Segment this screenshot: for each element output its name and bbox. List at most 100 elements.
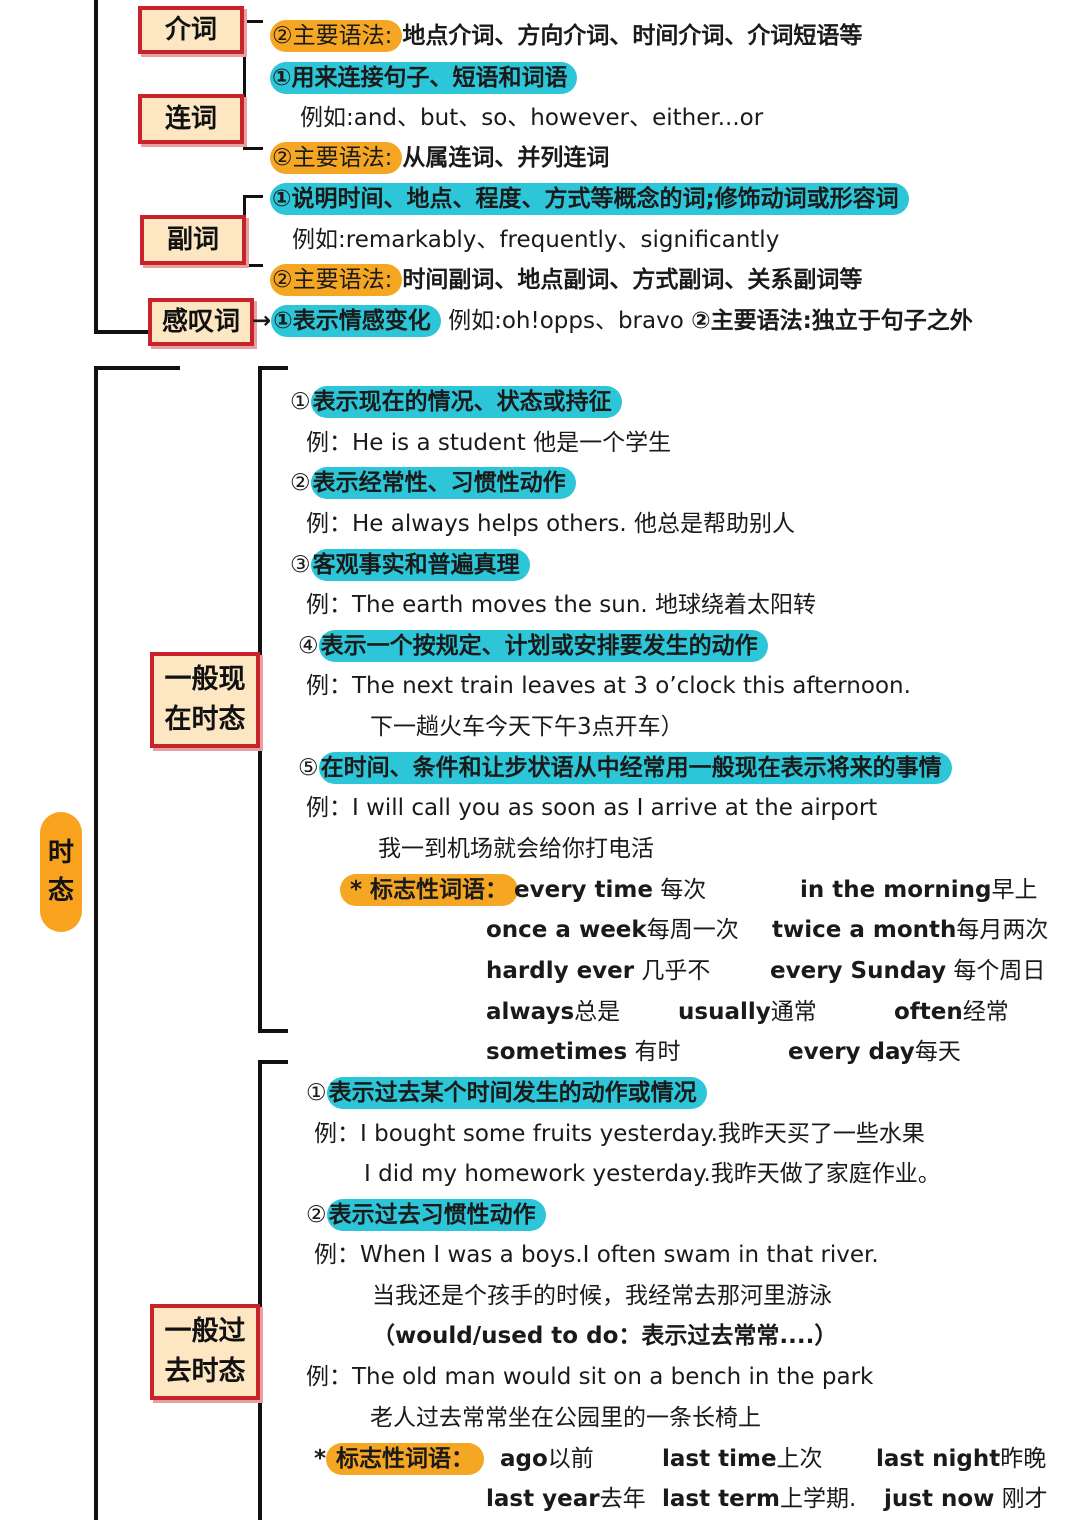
- present-label-line2: 在时态: [164, 704, 246, 735]
- past-point2-example2: 当我还是个孩手的时候，我经常去那河里游泳: [372, 1283, 832, 1309]
- present-marker-10-zh: 有时: [627, 1039, 681, 1065]
- past-point1: ①表示过去某个时间发生的动作或情况: [306, 1077, 707, 1109]
- present-marker-8-en: usually: [678, 999, 771, 1025]
- past-marker-4-zh: 去年: [599, 1486, 646, 1512]
- present-marker-11-en: every day: [788, 1039, 915, 1065]
- present-point1-num: ①: [290, 389, 311, 415]
- present-label-line1: 一般现: [164, 664, 246, 695]
- present-point4-text: 表示一个按规定、计划或安排要发生的动作: [318, 630, 768, 662]
- past-marker-1: ago以前: [500, 1443, 594, 1475]
- adv-point1-text: ①说明时间、地点、程度、方式等概念的词;修饰动词或形容词: [270, 183, 909, 215]
- interj-arrow: →: [252, 308, 272, 334]
- past-marker-2: last time上次: [662, 1443, 823, 1475]
- present-marker-label-text: * 标志性词语：: [340, 874, 519, 906]
- present-marker-11-zh: 每天: [914, 1039, 961, 1065]
- present-marker-5-zh: 几乎不: [634, 958, 711, 984]
- past-marker-6-zh: 刚才: [994, 1486, 1048, 1512]
- past-point2: ②表示过去习惯性动作: [306, 1199, 546, 1231]
- past-note: （would/used to do：表示过去常常....）: [372, 1323, 838, 1349]
- past-marker-4-en: last year: [486, 1486, 600, 1512]
- pos-tree-bottom: [94, 330, 150, 334]
- present-point4-example: 例：The next train leaves at 3 o’clock thi…: [306, 673, 911, 699]
- present-marker-1-zh: 每次: [652, 877, 707, 903]
- conj-bracket-bottom: [243, 147, 263, 150]
- tense-tag-text: 时态: [48, 838, 75, 906]
- interj-example: 例如:oh!opps、bravo: [448, 308, 684, 334]
- past-point1-num: ①: [306, 1080, 327, 1106]
- present-marker-9: often经常: [894, 996, 1009, 1028]
- past-point1-example: 例：I bought some fruits yesterday.我昨天买了一些…: [314, 1121, 925, 1147]
- past-point2-example: 例：When I was a boys.I often swam in that…: [314, 1242, 879, 1268]
- conj-point2-tag: 主要语法:: [292, 145, 393, 171]
- present-marker-8: usually通常: [678, 996, 817, 1028]
- present-point2: ②表示经常性、习惯性动作: [290, 467, 576, 499]
- present-point1-text: 表示现在的情况、状态或持征: [310, 386, 622, 418]
- past-marker-3-en: last night: [876, 1446, 1001, 1472]
- present-point5-example: 例：I will call you as soon as I arrive at…: [306, 795, 878, 821]
- present-point2-example: 例：He always helps others. 他总是帮助别人: [306, 511, 795, 537]
- present-marker-4-en: twice a month: [772, 917, 957, 943]
- present-marker-1: every time 每次: [514, 874, 706, 906]
- prep-point2-text: 地点介词、方向介词、时间介词、介词短语等: [402, 23, 863, 49]
- past-marker-4: last year去年: [486, 1483, 646, 1515]
- conj-example: 例如:and、but、so、however、either...or: [300, 105, 764, 131]
- present-point1-example: 例：He is a student 他是一个学生: [306, 430, 672, 456]
- past-label-line2: 去时态: [164, 1356, 246, 1387]
- past-marker-label: *标志性词语：: [314, 1443, 485, 1475]
- past-point2-num: ②: [306, 1202, 327, 1228]
- pos-tree-vertical: [94, 0, 98, 333]
- present-point3-text: 客观事实和普遍真理: [310, 549, 530, 581]
- present-point2-text: 表示经常性、习惯性动作: [310, 467, 576, 499]
- tense-tree-top: [94, 366, 180, 370]
- past-point2-text: 表示过去习惯性动作: [326, 1199, 546, 1231]
- past-label: 一般过 去时态: [150, 1304, 260, 1400]
- present-marker-5: hardly ever 几乎不: [486, 955, 710, 987]
- present-point3: ③客观事实和普遍真理: [290, 549, 530, 581]
- adv-point2: ②主要语法:时间副词、地点副词、方式副词、关系副词等: [270, 264, 862, 296]
- tense-tag: 时态: [40, 812, 82, 932]
- past-label-line1: 一般过: [164, 1316, 246, 1347]
- past-marker-1-en: ago: [500, 1446, 548, 1472]
- prep-label: 介词: [138, 6, 244, 54]
- interj-point1: ①表示情感变化: [271, 305, 441, 337]
- present-marker-2-zh: 早上: [991, 877, 1038, 903]
- past-note-example2: 老人过去常常坐在公园里的一条长椅上: [370, 1405, 761, 1431]
- present-marker-label: * 标志性词语：: [340, 874, 519, 906]
- present-point4-example2: 下一趟火车今天下午3点开车）: [370, 714, 684, 740]
- conj-bracket-top: [243, 20, 263, 23]
- past-marker-label-text: 标志性词语：: [326, 1443, 485, 1475]
- past-bracket-top: [258, 1060, 288, 1064]
- present-marker-4: twice a month每月两次: [772, 914, 1048, 946]
- adv-point1: ①说明时间、地点、程度、方式等概念的词;修饰动词或形容词: [270, 183, 909, 215]
- past-marker-5-en: last term: [662, 1486, 780, 1512]
- interj-label: 感叹词: [148, 298, 254, 346]
- past-marker-1-zh: 以前: [547, 1446, 594, 1472]
- tense-tree-vertical: [94, 366, 98, 1520]
- past-marker-star: *: [314, 1446, 327, 1472]
- adv-bracket-bottom: [243, 264, 263, 267]
- present-point5-example2: 我一到机场就会给你打电活: [378, 836, 654, 862]
- present-marker-3-en: once a week: [486, 917, 647, 943]
- present-point5-num: ⑤: [298, 755, 319, 781]
- adv-point2-text: 时间副词、地点副词、方式副词、关系副词等: [402, 267, 863, 293]
- past-marker-5: last term上学期.: [662, 1483, 856, 1515]
- present-point4: ④表示一个按规定、计划或安排要发生的动作: [298, 630, 768, 662]
- present-bracket-vertical: [258, 366, 262, 1032]
- past-bracket-vertical: [258, 1060, 262, 1520]
- past-marker-6-en: just now: [884, 1486, 995, 1512]
- present-marker-3: once a week每周一次: [486, 914, 739, 946]
- conj-point1-text: ①用来连接句子、短语和词语: [270, 62, 578, 94]
- adv-example: 例如:remarkably、frequently、significantly: [292, 227, 780, 253]
- conj-point2-text: 从属连词、并列连词: [402, 145, 610, 171]
- present-point3-num: ③: [290, 552, 311, 578]
- present-marker-7-en: always: [486, 999, 575, 1025]
- present-marker-5-en: hardly ever: [486, 958, 635, 984]
- present-bracket-top: [258, 366, 288, 370]
- present-bracket-bottom: [258, 1029, 288, 1033]
- adv-bracket-top: [243, 195, 263, 198]
- present-marker-11: every day每天: [788, 1036, 961, 1068]
- present-point4-num: ④: [298, 633, 319, 659]
- prep-point2: ②主要语法:地点介词、方向介词、时间介词、介词短语等: [270, 20, 862, 52]
- present-point1: ①表示现在的情况、状态或持征: [290, 386, 622, 418]
- adv-label: 副词: [140, 215, 246, 265]
